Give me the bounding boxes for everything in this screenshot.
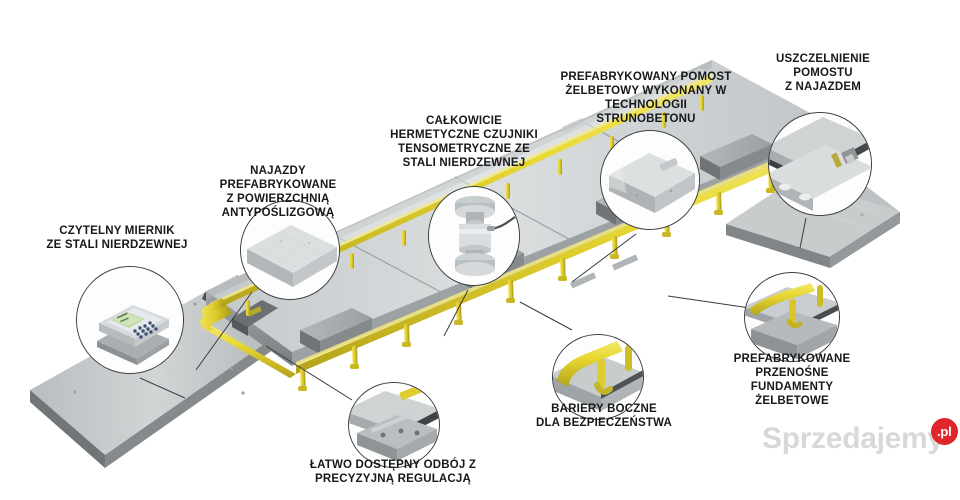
bumper-assembly — [232, 300, 278, 336]
leader-loadcells — [443, 289, 469, 337]
adjustable-bumper-photo — [349, 383, 439, 467]
antislip-ramp-photo — [241, 201, 339, 299]
detail-bubble-deck[interactable] — [600, 130, 700, 230]
front-safety-railing — [200, 134, 834, 391]
leader-foundations — [667, 295, 751, 309]
callout-label-bumper: ŁATWO DOSTĘPNY ODBÓJ Z PRECYZYJNĄ REGULA… — [309, 459, 477, 486]
portable-foundation-photo — [745, 273, 839, 361]
callout-label-ramps: NAJAZDY PREFABRYKOWANE Z POWIERZCHNIĄ AN… — [219, 165, 337, 220]
callout-label-foundations: PREFABRYKOWANE PRZENOŚNE FUNDAMENTY ŻELB… — [733, 353, 851, 408]
detail-bubble-loadcells[interactable] — [428, 186, 520, 286]
detail-bubble-barriers[interactable] — [552, 334, 644, 420]
leader-ramps — [195, 291, 253, 371]
stainless-steel-indicator-photo — [77, 267, 183, 373]
load-cell-photo — [429, 187, 519, 285]
leader-barriers — [519, 301, 573, 331]
leader-seal — [799, 217, 807, 249]
detail-bubble-seal[interactable] — [768, 112, 872, 216]
detail-bubble-foundations[interactable] — [744, 272, 840, 362]
callout-label-deck: PREFABRYKOWANY POMOST ŻELBETOWY WYKONANY… — [560, 71, 732, 126]
callout-label-seal: USZCZELNIENIE POMOSTU Z NAJAZDEM — [776, 53, 870, 94]
leader-indicator — [139, 377, 186, 399]
detail-bubble-indicator[interactable] — [76, 266, 184, 374]
leader-lines — [139, 217, 807, 401]
callout-label-loadcells: CAŁKOWICIE HERMETYCZNE CZUJNIKI TENSOMET… — [390, 115, 538, 170]
leader-deck — [571, 233, 637, 283]
concrete-deck-module-photo — [601, 131, 699, 229]
callout-label-barriers: BARIERY BOCZNE DLA BEZPIECZEŃSTWA — [535, 403, 673, 430]
side-safety-barrier-photo — [553, 335, 643, 419]
callout-label-indicator: CZYTELNY MIERNIK ZE STALI NIERDZEWNEJ — [46, 225, 188, 252]
deck-ramp-seal-photo — [769, 113, 871, 215]
leader-bumper — [265, 345, 353, 401]
detail-bubble-bumper[interactable] — [348, 382, 440, 468]
detail-bubble-ramps[interactable] — [240, 200, 340, 300]
